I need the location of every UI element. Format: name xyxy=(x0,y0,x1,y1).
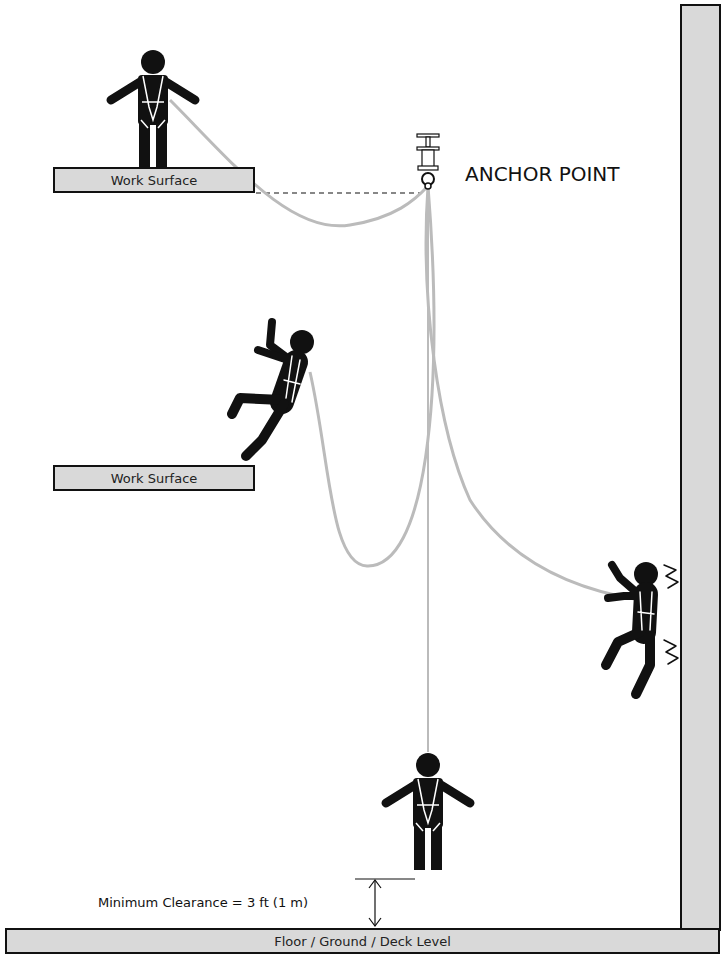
swinging-worker xyxy=(606,562,678,694)
surface-label: Work Surface xyxy=(111,471,198,486)
anchor-label: ANCHOR POINT xyxy=(465,162,620,186)
reference-line xyxy=(256,192,420,193)
lanyard-taut xyxy=(427,186,429,752)
work-surface: Work Surface xyxy=(53,167,255,193)
hanging-worker xyxy=(386,753,470,870)
falling-worker xyxy=(232,322,314,456)
surface-label: Work Surface xyxy=(111,173,198,188)
surface-label: Floor / Ground / Deck Level xyxy=(274,934,451,949)
clearance-label: Minimum Clearance = 3 ft (1 m) xyxy=(98,895,308,910)
standing-worker xyxy=(111,50,195,167)
wall xyxy=(681,5,720,930)
clearance-dimension xyxy=(355,879,415,926)
work-surface: Work Surface xyxy=(53,465,255,491)
anchor-point xyxy=(417,134,439,189)
floor-level-bar: Floor / Ground / Deck Level xyxy=(5,928,720,954)
